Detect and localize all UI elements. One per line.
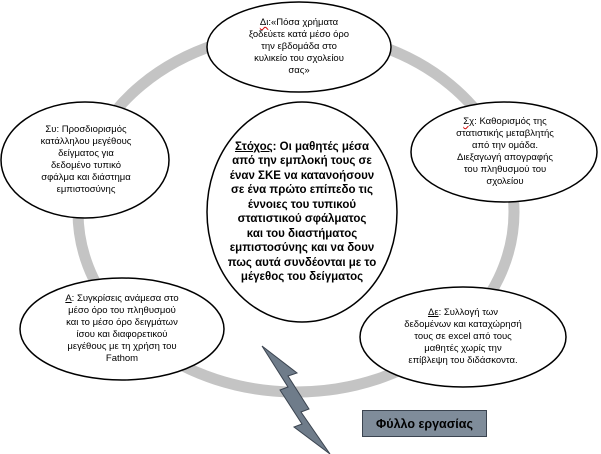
worksheet-label: Φύλλο εργασίας <box>376 416 473 431</box>
node-bottom-left-line-5: Fathom <box>105 353 139 364</box>
node-right: Σχ: Καθορισμός της στατιστικής μεταβλητή… <box>456 116 554 187</box>
node-center-line-5: στατιστικού σφάλματος <box>237 213 367 225</box>
node-right-shape <box>410 101 598 203</box>
node-left-line-1: κατάλληλου μεγέθους <box>40 136 132 147</box>
node-left-line-5: εμπιστοσύνης <box>56 184 116 195</box>
worksheet-badge: Φύλλο εργασίας <box>362 410 487 437</box>
node-center-line-8: πως αυτά συνδέονται με το <box>227 256 377 269</box>
node-left-line-2: δείγματος για <box>58 148 114 159</box>
node-bottom-right-line-4: επίβλεψη του διδάσκοντα. <box>408 355 518 366</box>
node-bottom-right-line-0: Συλλογή των <box>443 307 499 318</box>
node-left-label: Συ <box>45 124 57 135</box>
node-right-line-0: Καθορισμός της <box>479 116 547 127</box>
node-center-shape <box>206 101 398 323</box>
node-bottom-right-label: Δε <box>427 307 439 318</box>
node-center-line-6: και του διαστήματος <box>246 227 358 240</box>
node-top: Δι:«Πόσα χρήματα ξοδεύετε κατά μέσο όρο … <box>248 17 350 76</box>
node-bottom-left-shape <box>19 277 225 381</box>
node-center-label: Στόχος <box>234 140 273 153</box>
node-bottom-right-line-3: μαθητές χωρίς την <box>424 343 502 354</box>
node-bottom-right: Δε: Συλλογή των δεδομένων και καταχώρησή… <box>404 307 522 366</box>
lightning-bolt-icon <box>261 345 331 454</box>
node-top-line-1: ξοδεύετε κατά μέσο όρο <box>248 29 350 40</box>
node-bottom-right-line-1: δεδομένων και καταχώρησή <box>404 319 522 330</box>
node-left-shape <box>0 101 170 219</box>
node-right-line-5: σχολείου <box>486 176 524 187</box>
node-center-line-3: σε ένα πρώτο επίπεδο τις <box>231 184 373 196</box>
node-center-line-9: μέγεθος του δείγματος <box>240 271 364 283</box>
node-right-label: Σχ <box>463 116 475 127</box>
node-right-line-3: Διεξαγωγή απογραφής <box>457 152 553 163</box>
node-left-line-0: Προσδιορισμός <box>61 124 127 135</box>
node-bottom-right-shape <box>359 286 567 388</box>
node-bottom-left: Α: Συγκρίσεις ανάμεσα στο μέσο όρο του π… <box>65 293 179 364</box>
node-bottom-left-line-2: και το μέσο όρο δειγμάτων <box>66 317 178 328</box>
node-bottom-right-line-2: τους σε excel από τους <box>414 331 512 342</box>
node-bottom-left-label: Α <box>65 293 72 304</box>
node-top-label: Δι <box>259 17 269 28</box>
node-left-line-4: σφάλμα και διάστημα <box>41 172 131 183</box>
node-top-shape <box>206 1 392 93</box>
node-left: Συ: Προσδιορισμός κατάλληλου μεγέθους δε… <box>40 124 132 195</box>
node-top-line-0: «Πόσα χρήματα <box>270 17 339 28</box>
node-right-line-4: του πληθυσμού του <box>463 164 547 175</box>
node-center-line-7: εμπιστοσύνης και να δουν <box>229 242 375 254</box>
node-bottom-left-line-0: Συγκρίσεις ανάμεσα στο <box>76 293 179 304</box>
node-right-line-1: στατιστικής μεταβλητής <box>456 128 554 139</box>
node-center-line-4: έννοιες του τυπικού <box>247 198 357 211</box>
node-bottom-left-line-3: ίσου και διαφορετικού <box>76 329 168 340</box>
node-top-line-2: την εβδομάδα στο <box>261 41 337 52</box>
node-center: Στόχος: Οι μαθητές μέσα από την εμπλοκή … <box>227 140 377 284</box>
node-center-line-1: από την εμπλοκή τους σε <box>232 155 372 167</box>
node-left-line-3: δεδομένο τυπικό <box>50 160 121 171</box>
node-top-line-4: σας» <box>288 65 310 76</box>
node-bottom-left-line-1: μέσο όρο του πληθυσμού <box>68 305 176 316</box>
node-right-line-2: από την ομάδα. <box>471 140 539 151</box>
node-center-line-0: Οι μαθητές μέσα <box>279 140 370 153</box>
node-bottom-left-line-4: μεγέθους με τη χρήση του <box>67 341 177 352</box>
node-top-line-3: κυλικείο του σχολείου <box>254 53 344 64</box>
node-center-line-2: έναν ΣΚΕ να κατανοήσουν <box>229 169 375 182</box>
